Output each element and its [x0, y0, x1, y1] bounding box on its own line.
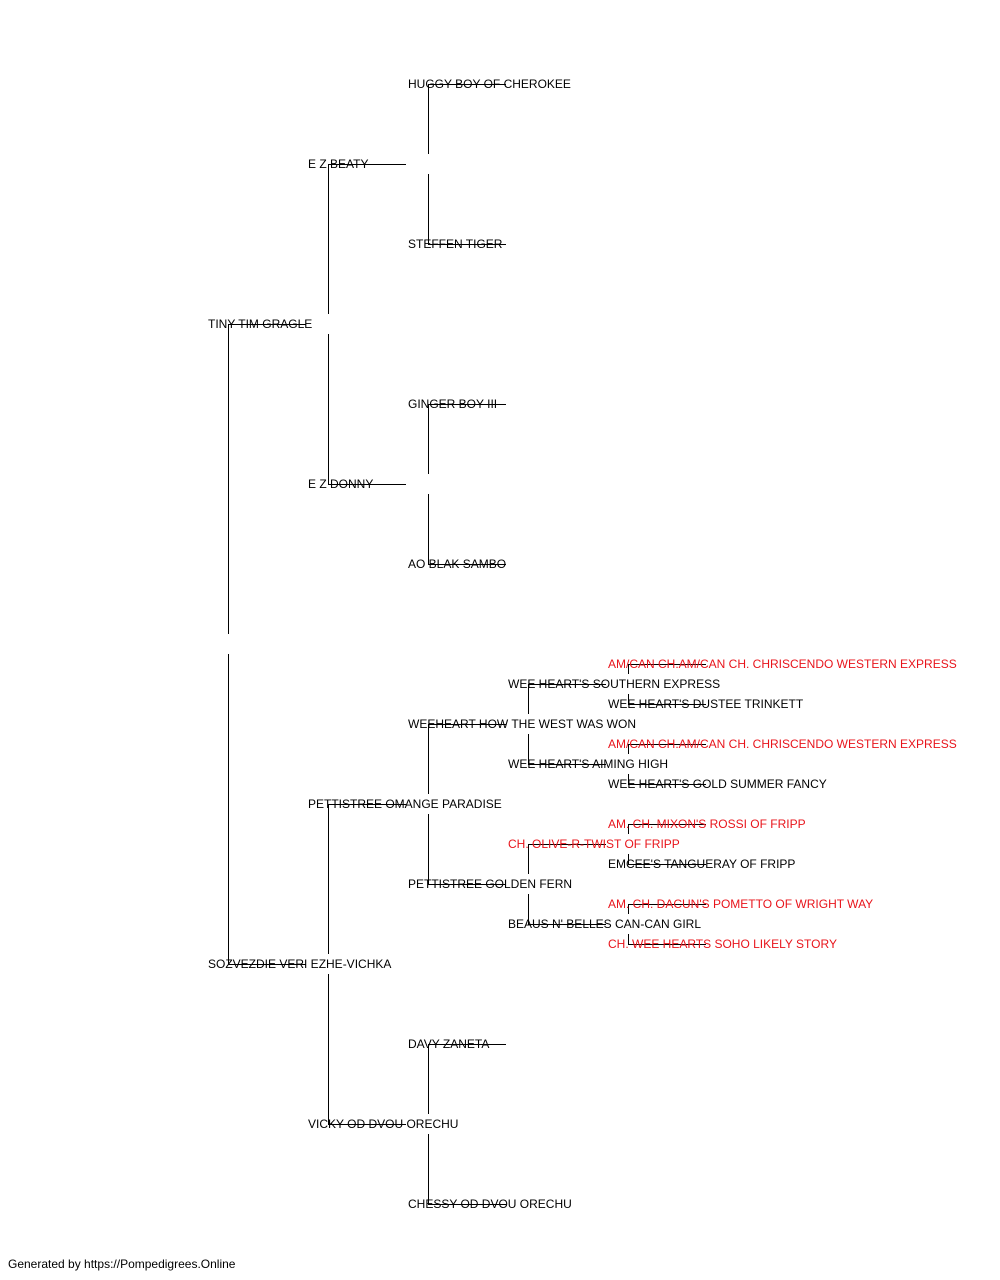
pedigree-node: CH. WEE HEARTS SOHO LIKELY STORY: [608, 937, 837, 951]
pedigree-node: WEE HEART'S SOUTHERN EXPRESS: [508, 677, 721, 691]
pedigree-node: AO BLAK SAMBO: [408, 557, 507, 571]
pedigree-node: CH. OLIVE-R-TWIST OF FRIPP: [508, 837, 680, 851]
pedigree-node: AM. CH. DACUN'S POMETTO OF WRIGHT WAY: [608, 897, 874, 911]
pedigree-node: EMCEE'S TANGUERAY OF FRIPP: [608, 857, 796, 871]
pedigree-node: AM. CH. MIXON'S ROSSI OF FRIPP: [608, 817, 806, 831]
generator-footer: Generated by https://Pompedigrees.Online: [8, 1257, 236, 1271]
pedigree-node: GINGER BOY III: [408, 397, 498, 411]
pedigree-node: E Z BEATY: [308, 157, 369, 171]
pedigree-node: E Z DONNY: [308, 477, 374, 491]
pedigree-node: BEAUS N' BELLES CAN-CAN GIRL: [508, 917, 702, 931]
pedigree-node: AM/CAN CH.AM/CAN CH. CHRISCENDO WESTERN …: [608, 737, 957, 751]
pedigree-node: PETTISTREE OMANGE PARADISE: [308, 797, 502, 811]
pedigree-node: WEE HEART'S AIMING HIGH: [508, 757, 669, 771]
pedigree-node: CHESSY OD DVOU ORECHU: [408, 1197, 572, 1211]
pedigree-node: WEE HEART'S DUSTEE TRINKETT: [608, 697, 804, 711]
pedigree-node: PETTISTREE GOLDEN FERN: [408, 877, 573, 891]
pedigree-node: WEEHEART HOW THE WEST WAS WON: [408, 717, 637, 731]
pedigree-node: DAVY ZANETA: [408, 1037, 490, 1051]
pedigree-node: SOZVEZDIE VERI EZHE-VICHKA: [208, 957, 392, 971]
pedigree-node: VICKY OD DVOU ORECHU: [308, 1117, 459, 1131]
pedigree-node: AM/CAN CH.AM/CAN CH. CHRISCENDO WESTERN …: [608, 657, 957, 671]
pedigree-node: HUGGY BOY OF CHEROKEE: [408, 77, 571, 91]
pedigree-node: STEFFEN TIGER: [408, 237, 503, 251]
pedigree-node: TINY TIM GRAGLE: [208, 317, 313, 331]
pedigree-node: WEE HEART'S GOLD SUMMER FANCY: [608, 777, 827, 791]
